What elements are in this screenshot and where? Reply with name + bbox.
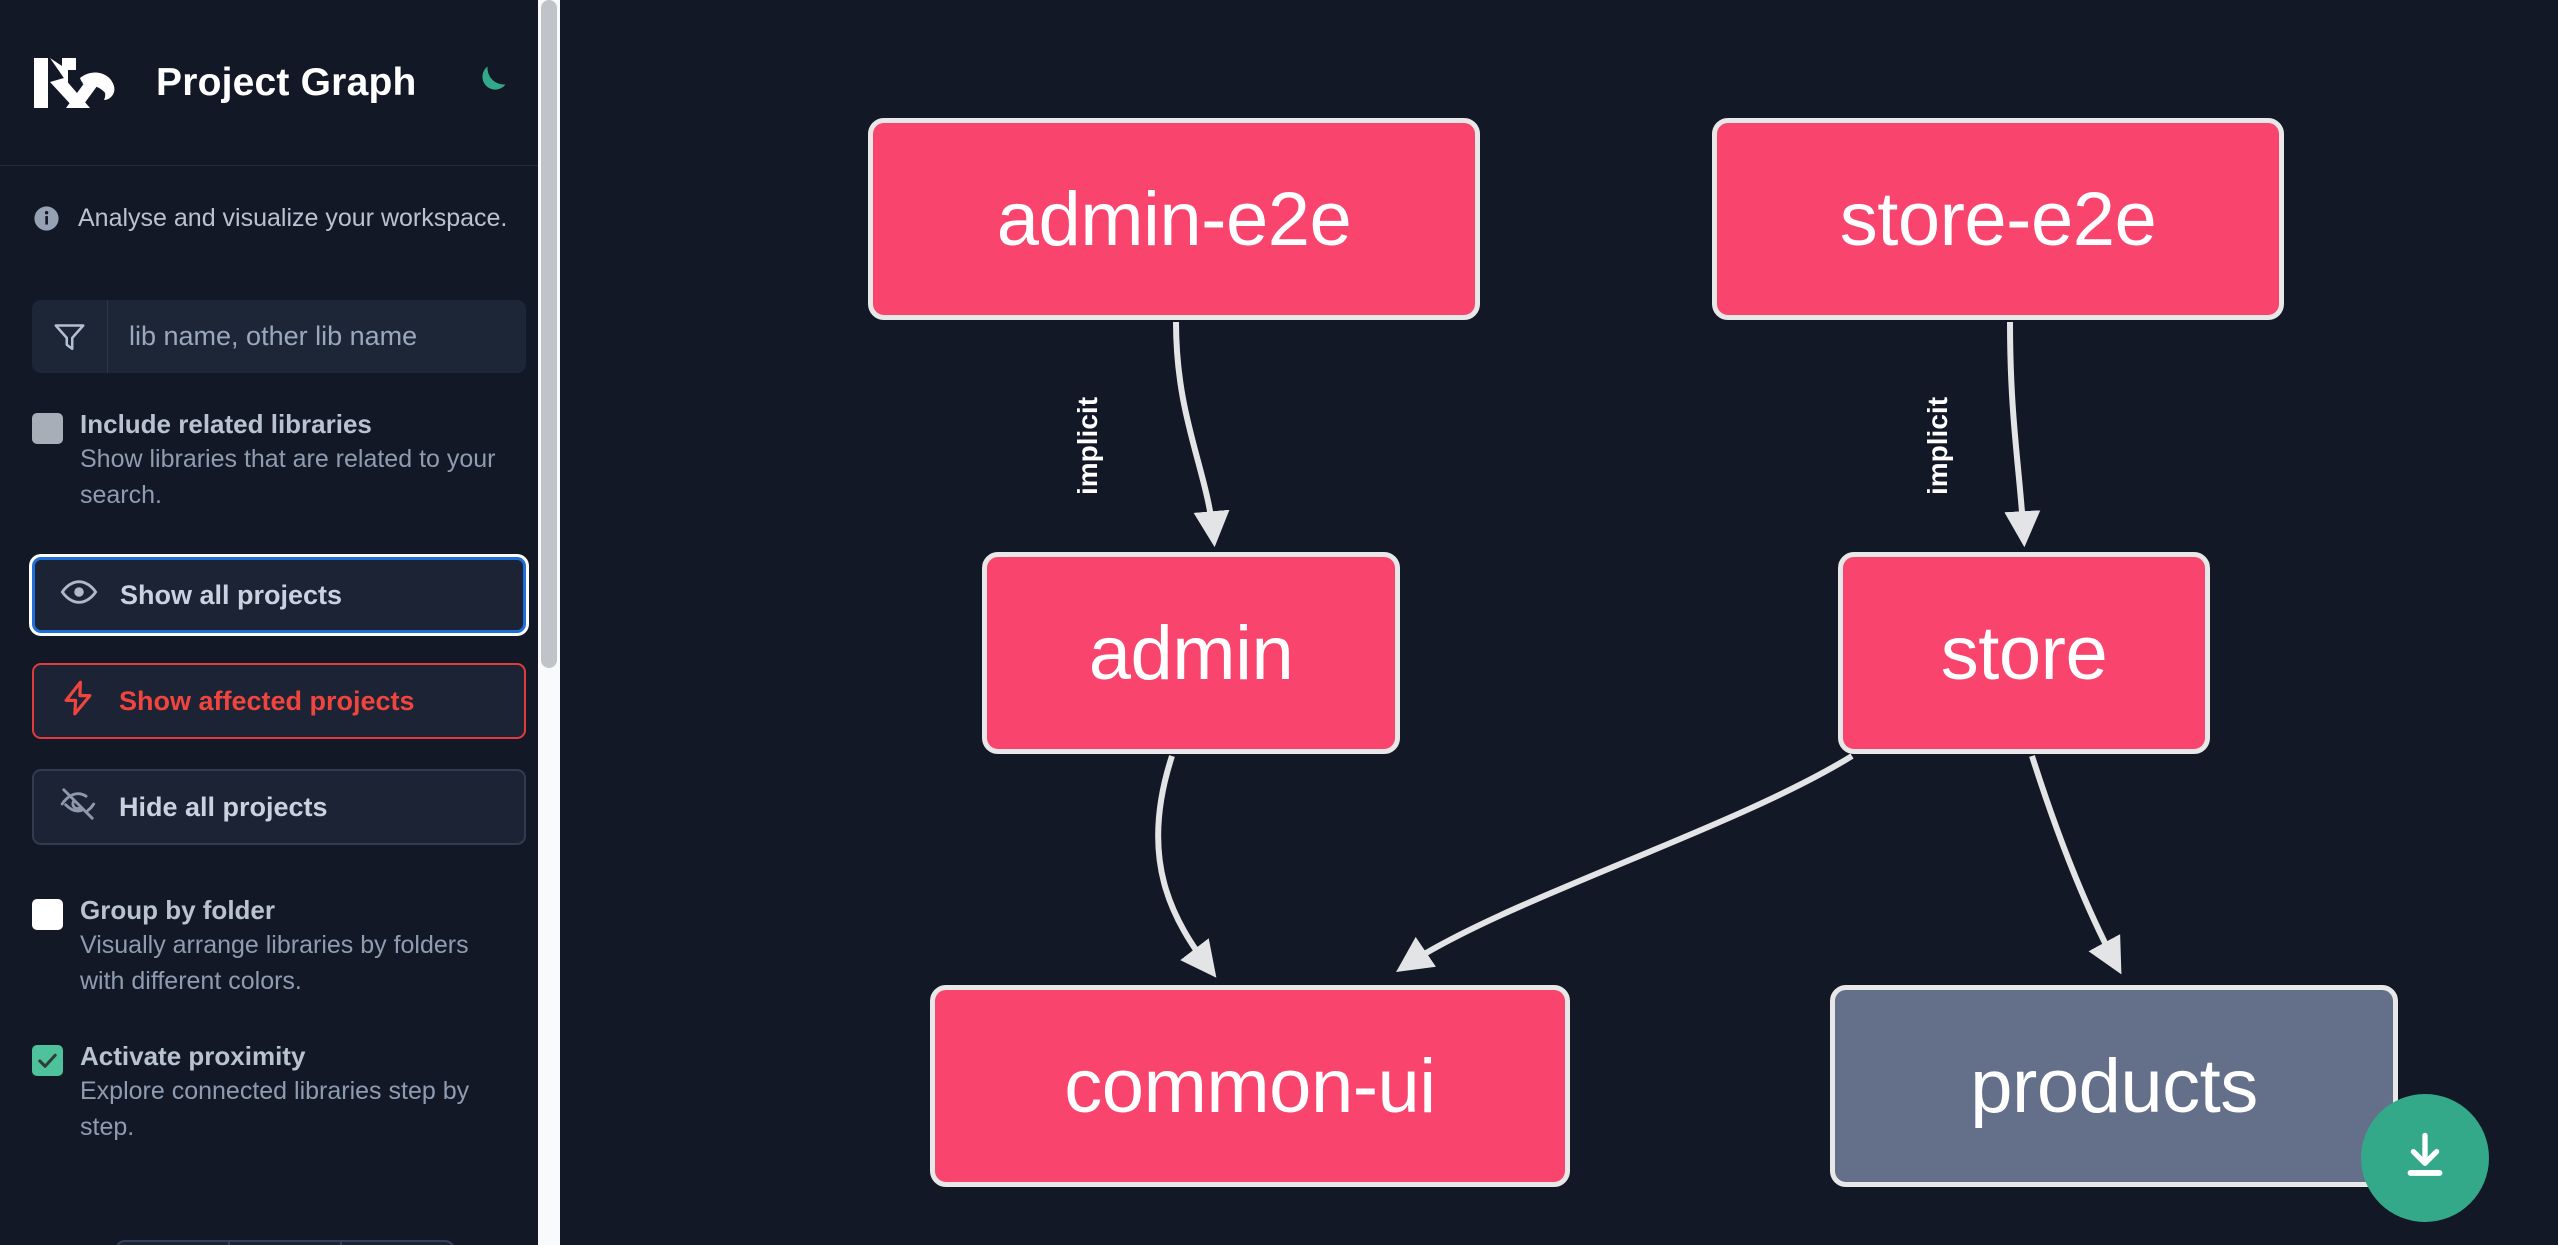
show-affected-projects-button[interactable]: Show affected projects — [32, 663, 526, 740]
check-icon — [38, 1053, 57, 1068]
eye-slash-icon — [59, 785, 97, 830]
moon-icon[interactable] — [467, 61, 511, 105]
group-by-folder-description: Visually arrange libraries by folders wi… — [80, 931, 469, 995]
edge-admin-to-common-ui — [1155, 755, 1217, 978]
page-title: Project Graph — [156, 60, 417, 104]
activate-proximity-row[interactable]: Activate proximity Explore connected lib… — [32, 1039, 528, 1145]
node-label: admin-e2e — [996, 176, 1352, 262]
node-label: store-e2e — [1839, 176, 2157, 262]
graph-edges — [1155, 321, 2122, 978]
eye-icon — [60, 573, 98, 618]
include-related-libraries-checkbox[interactable] — [32, 413, 63, 444]
activate-proximity-description: Explore connected libraries step by step… — [80, 1077, 470, 1141]
graph-node-admin[interactable]: admin — [982, 552, 1400, 754]
graph-node-store-e2e[interactable]: store-e2e — [1712, 118, 2284, 320]
filter-funnel-icon — [32, 300, 108, 373]
edge-admin-e2e-to-admin — [1173, 321, 1230, 548]
sidebar-header: Project Graph — [0, 0, 560, 166]
filter-search-box[interactable] — [32, 300, 526, 373]
show-all-projects-label: Show all projects — [120, 579, 343, 610]
proximity-step-decrease[interactable] — [117, 1242, 230, 1245]
info-icon — [32, 204, 61, 233]
proximity-step-value[interactable] — [230, 1242, 343, 1245]
include-related-libraries-row[interactable]: Include related libraries Show libraries… — [32, 407, 528, 513]
sidebar-scrollbar[interactable] — [538, 0, 560, 1245]
edge-store-to-common-ui — [1396, 753, 1854, 973]
node-label: admin — [1088, 610, 1294, 696]
include-related-libraries-label: Include related libraries — [80, 409, 372, 439]
sidebar-tagline: Analyse and visualize your workspace. — [32, 204, 528, 233]
hide-all-projects-button[interactable]: Hide all projects — [32, 769, 526, 846]
tagline-text: Analyse and visualize your workspace. — [78, 204, 508, 232]
proximity-stepper-group[interactable] — [115, 1240, 455, 1245]
include-related-libraries-description: Show libraries that are related to your … — [80, 445, 496, 509]
nx-logo — [32, 52, 128, 114]
show-affected-projects-label: Show affected projects — [119, 685, 415, 716]
hide-all-projects-label: Hide all projects — [119, 791, 328, 822]
download-image-button[interactable] — [2361, 1094, 2489, 1222]
group-by-folder-row[interactable]: Group by folder Visually arrange librari… — [32, 893, 528, 999]
node-label: store — [1940, 610, 2108, 696]
lightning-bolt-icon — [59, 679, 97, 724]
graph-node-common-ui[interactable]: common-ui — [930, 985, 1570, 1187]
search-input[interactable] — [108, 300, 526, 373]
graph-node-admin-e2e[interactable]: admin-e2e — [868, 118, 1480, 320]
activate-proximity-checkbox[interactable] — [32, 1045, 63, 1077]
edge-store-e2e-to-store — [2004, 321, 2041, 548]
sidebar-scrollbar-thumb[interactable] — [541, 0, 557, 668]
show-all-projects-button[interactable]: Show all projects — [32, 557, 526, 634]
sidebar: Project Graph Analyse and visualize your… — [0, 0, 560, 1245]
activate-proximity-label: Activate proximity — [80, 1041, 306, 1072]
graph-node-store[interactable]: store — [1838, 552, 2210, 754]
graph-node-products[interactable]: products — [1830, 985, 2398, 1187]
node-label: common-ui — [1064, 1043, 1436, 1129]
edge-store-to-products — [2029, 755, 2122, 975]
sidebar-body: Analyse and visualize your workspace. In… — [0, 204, 560, 1145]
graph-canvas[interactable]: admin-e2e store-e2e admin store common-u… — [572, 0, 2558, 1245]
node-label: products — [1970, 1043, 2258, 1129]
group-by-folder-checkbox[interactable] — [32, 899, 63, 931]
group-by-folder-label: Group by folder — [80, 895, 275, 926]
download-icon — [2396, 1127, 2454, 1190]
